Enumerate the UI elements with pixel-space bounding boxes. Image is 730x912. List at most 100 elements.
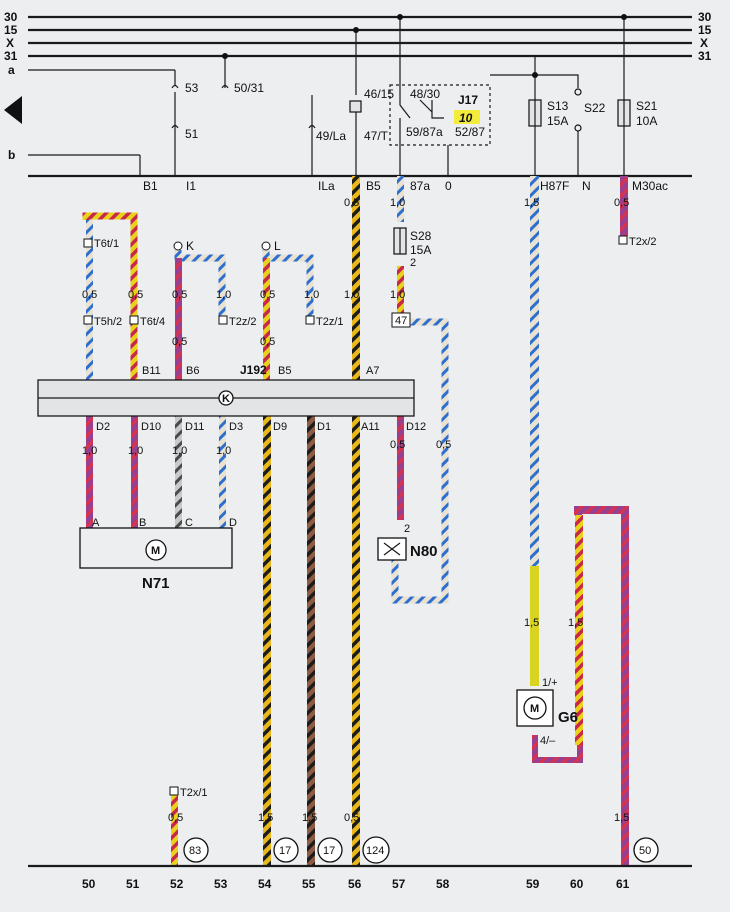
valve-n80-pin: 2 [404,523,410,535]
motor-n71-pin: C [185,517,193,529]
column-number: 56 [348,877,362,891]
fuse-s13-rating: 15A [547,114,568,128]
motor-n71-icon [145,539,167,561]
module-pin-bottom: D10 [141,421,161,433]
circle-ref-124-label: 124 [366,845,384,857]
wire-l [262,250,314,320]
switch-contact [308,124,316,129]
connector-t2x1: T2x/1 [180,787,208,799]
motor-g6: M 1/+ 4/– G6 [516,677,578,747]
wire-size: 0,5 [172,336,187,348]
module-pin-bottom: D12 [406,421,426,433]
connector-t2x2: T2x/2 [629,236,657,248]
module-pin-top: B5 [278,365,291,377]
node-l-icon [261,241,271,251]
wire-size: 1,0 [390,197,405,209]
relay-out-pin: 2 [410,257,416,269]
column-number: 59 [526,877,540,891]
term-47-t: 47/T [364,129,389,143]
wire-size: 1,0 [390,289,405,301]
switch-s22-name: S22 [584,101,606,115]
term-52-87: 52/87 [455,125,485,139]
column-number: 60 [570,877,584,891]
module-j192: J192 K B11 B6 B5 A7 D2 D10 D11 D3 D9 D1 … [37,363,426,433]
module-pin-bottom: D1 [317,421,331,433]
motor-g6-pin-minus: 4/– [540,735,556,747]
module-pin-top: B6 [186,365,199,377]
column-number: 55 [302,877,316,891]
header-label-0: 0 [445,179,452,193]
module-pin-top: B11 [142,365,161,377]
wire-size: 1,0 [128,445,143,457]
fuse-s21-rating: 10A [636,114,657,128]
wire-size: 0,5 [172,289,187,301]
header-label-n: N [582,179,591,193]
column-number: 50 [82,877,96,891]
connector-t6t1: T6t/1 [94,238,119,250]
wire-size: 1,0 [344,289,359,301]
bus-label-left-31: 31 [4,49,18,63]
wire-size: 1,0 [304,289,319,301]
wire-size: 1,5 [258,812,273,824]
wire-size: 1,5 [302,812,317,824]
header-label-b5: B5 [366,179,381,193]
wire-d11 [175,416,182,528]
connector-t2x2-icon [618,235,628,245]
term-50-31: 50/31 [234,81,264,95]
motor-n71-pin: D [229,517,237,529]
fuse-s28-rating: 15A [410,243,431,257]
node-k: K [186,239,194,253]
wire-g6-return [532,735,583,763]
relay-number-highlight [454,110,480,124]
column-number: 52 [170,877,184,891]
valve-n80-cross [383,542,401,556]
switch-contact [171,124,179,129]
bus-lines: 30 15 X 31 30 15 X 31 a b [4,10,712,162]
wire-col-59a [530,176,539,566]
wire-size: 1,5 [568,617,583,629]
wire-k [174,250,226,320]
wire-col-m30ac [620,176,628,236]
header-label-m30ac: M30ac [632,179,668,193]
circle-ref-124 [362,836,390,864]
column-number: 61 [616,877,630,891]
term-59-87a: 59/87a [406,125,443,139]
column-number: 53 [214,877,228,891]
bus-label-right-30: 30 [698,10,712,24]
connectors: T6t/1 T5h/2 T6t/4 T2z/2 T2z/1 T2x/2 T2x/… [83,227,657,799]
node-l: L [274,239,281,253]
circle-ref-17b-label: 17 [323,845,335,857]
bottom-numbers: 50 51 52 53 54 55 56 57 58 59 60 61 [82,877,630,891]
module-mark: K [222,393,230,405]
circle-refs: 83 17 17 124 50 [183,836,659,864]
circle-ref-83 [183,837,209,863]
connector-t2z2-icon [218,315,228,325]
motor-n71-pin: B [139,517,146,529]
motor-g6-symbol: M [530,703,539,715]
circle-ref-50-label: 50 [639,845,651,857]
wire-col-61 [574,506,629,866]
wire-size: 1,0 [172,445,187,457]
wires [82,176,629,866]
wire-size: 1,5 [614,812,629,824]
module-pin-bottom: D11 [185,421,204,433]
module-name: J192 [240,363,267,377]
junction-dot [532,72,538,78]
wire-size: 0,5 [260,336,275,348]
wire-size: 0,5 [344,197,359,209]
valve-n80: 2 N80 [377,523,438,561]
switch-s22-icon [574,88,582,96]
top-terminals: 53 50/31 51 49/La 46/15 47/T 48/30 59/87… [139,56,658,175]
wire-size: 0,5 [168,812,183,824]
bus-label-right-15: 15 [698,23,712,37]
circle-ref-50 [633,837,659,863]
motor-n71-symbol: M [151,545,160,557]
wire-col-57b [397,266,404,316]
connector-t2x1-icon [169,786,179,796]
junction-dot [397,14,403,20]
wire-size: 0,5 [390,439,405,451]
arrow-left-icon [4,96,22,124]
motor-g6-pin-plus: 1/+ [542,677,558,689]
circle-ref-83-label: 83 [189,845,201,857]
